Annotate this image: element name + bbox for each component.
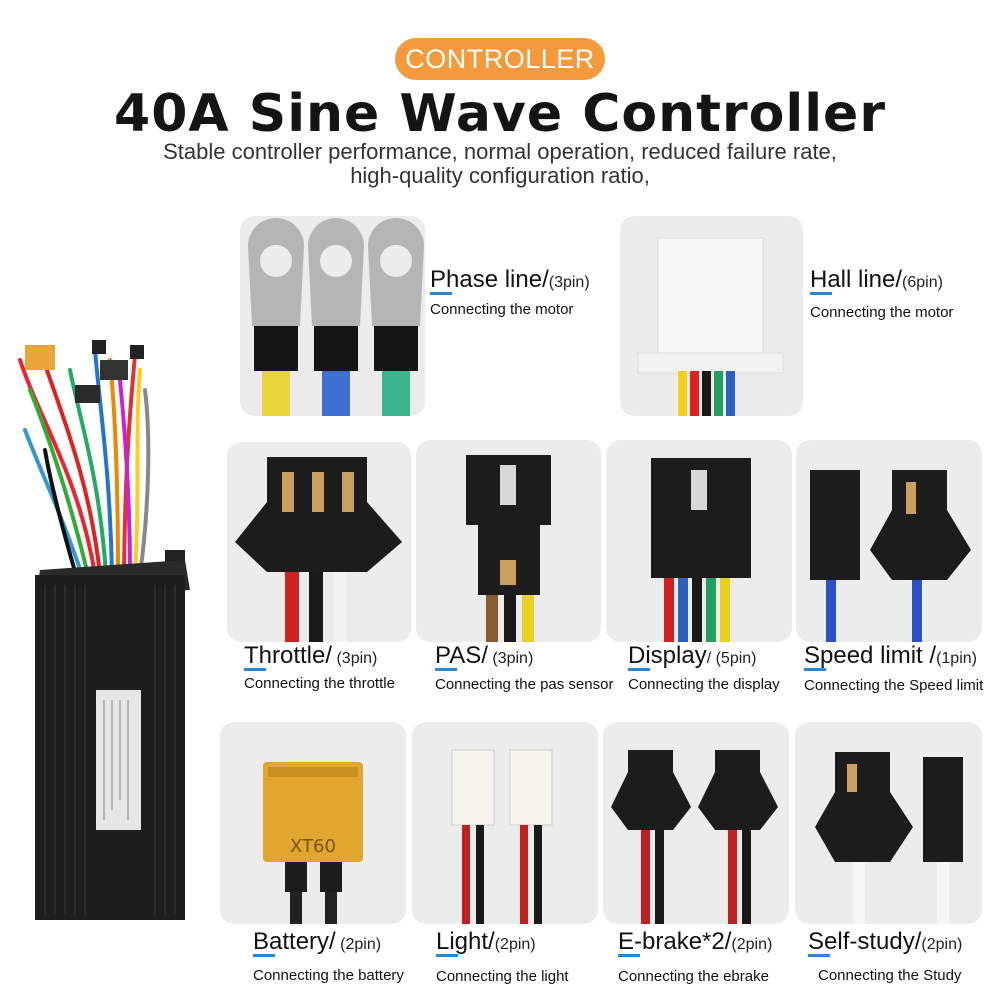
controller-badge: CONTROLLER xyxy=(395,38,605,80)
speed-limit-desc: Connecting the Speed limit xyxy=(804,677,984,694)
phase-line-desc: Connecting the motor xyxy=(430,301,574,318)
speed-limit-label: Speed limit /(1pin) xyxy=(804,642,977,671)
display-card xyxy=(606,440,792,642)
light-card xyxy=(412,722,598,924)
battery-desc: Connecting the battery xyxy=(253,967,404,984)
ebrake-card xyxy=(603,722,789,924)
ebrake-label: E-brake*2/(2pin) xyxy=(618,928,773,957)
pas-card xyxy=(416,440,601,642)
svg-text:XT60: XT60 xyxy=(290,836,336,857)
battery-label: Battery/ (2pin) xyxy=(253,928,382,957)
hall-line-label: Hall line/(6pin) xyxy=(810,266,943,295)
ring-terminal-icon xyxy=(248,218,424,416)
phase-line-label: Phase line/(3pin) xyxy=(430,266,590,295)
pas-desc: Connecting the pas sensor xyxy=(435,676,614,693)
page-title: 40A Sine Wave Controller xyxy=(114,84,886,144)
hall-line-desc: Connecting the motor xyxy=(810,304,954,321)
hall-line-card xyxy=(620,216,803,416)
ebrake-desc: Connecting the ebrake xyxy=(618,968,769,985)
throttle-label: Throttle/ (3pin) xyxy=(244,642,378,671)
light-label: Light/(2pin) xyxy=(436,928,536,957)
page-subtitle: Stable controller performance, normal op… xyxy=(100,140,900,188)
self-study-card xyxy=(795,722,982,924)
throttle-desc: Connecting the throttle xyxy=(244,675,395,692)
subtitle-line-1: Stable controller performance, normal op… xyxy=(163,139,837,164)
phase-line-card xyxy=(240,216,425,416)
throttle-card xyxy=(227,442,411,642)
controller-image xyxy=(0,330,215,930)
subtitle-line-2: high-quality configuration ratio, xyxy=(350,163,650,188)
display-label: Display/ (5pin) xyxy=(628,642,757,671)
light-desc: Connecting the light xyxy=(436,968,569,985)
self-study-label: Self-study/(2pin) xyxy=(808,928,963,957)
display-desc: Connecting the display xyxy=(628,676,780,693)
speed-limit-card xyxy=(796,440,982,642)
battery-card: XT60 xyxy=(220,722,406,924)
pas-label: PAS/ (3pin) xyxy=(435,642,534,671)
self-study-desc: Connecting the Study xyxy=(818,967,962,984)
